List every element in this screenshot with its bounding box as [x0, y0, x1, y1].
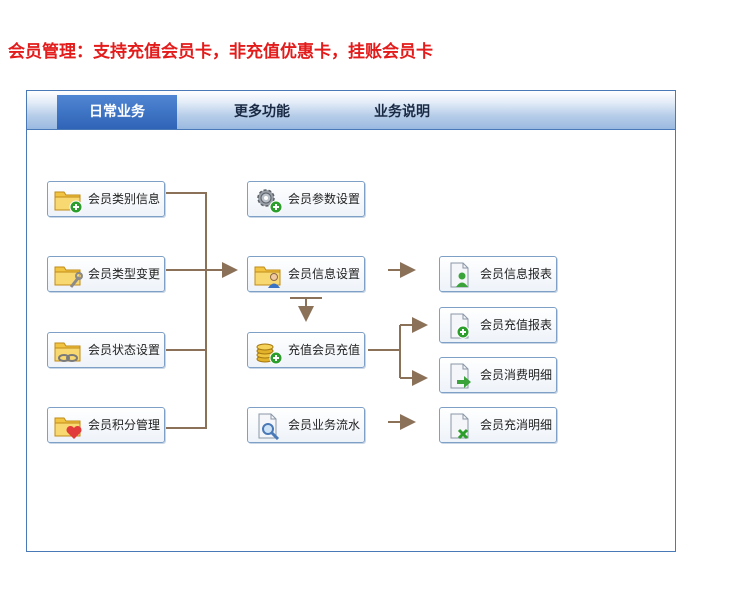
member-category-button[interactable]: 会员类别信息 [47, 181, 165, 217]
member-info-report-label: 会员信息报表 [480, 267, 553, 281]
recharge-button[interactable]: 充值会员充值 [247, 332, 365, 368]
recharge-report-label: 会员充值报表 [480, 318, 553, 332]
member-status-button[interactable]: 会员状态设置 [47, 332, 165, 368]
member-type-change-button[interactable]: 会员类型变更 [47, 256, 165, 292]
document-add-icon [450, 313, 470, 339]
member-status-label: 会员状态设置 [88, 343, 161, 357]
member-params-button[interactable]: 会员参数设置 [247, 181, 365, 217]
member-info-settings-button[interactable]: 会员信息设置 [247, 256, 365, 292]
workflow-panel: 日常业务 更多功能 业务说明 [26, 90, 676, 552]
document-arrow-icon [450, 363, 471, 389]
member-category-label: 会员类别信息 [88, 192, 161, 206]
tab-business-description[interactable]: 业务说明 [374, 104, 430, 120]
left-bracket-line [166, 192, 207, 429]
member-type-change-label: 会员类型变更 [88, 267, 161, 281]
folder-wrench-icon [54, 266, 83, 288]
tab-bar: 日常业务 更多功能 业务说明 [27, 91, 675, 130]
document-excel-icon [450, 413, 469, 440]
tab-daily-business[interactable]: 日常业务 [57, 95, 177, 129]
tab-more-functions[interactable]: 更多功能 [234, 104, 290, 120]
page-headline: 会员管理：支持充值会员卡，非充值优惠卡，挂账会员卡 [8, 42, 433, 62]
coins-add-icon [256, 343, 283, 365]
recharge-report-button[interactable]: 会员充值报表 [439, 307, 557, 343]
folder-link-icon [54, 342, 81, 362]
document-search-icon [258, 413, 280, 440]
folder-add-icon [54, 191, 83, 214]
folder-heart-icon [54, 417, 82, 439]
folder-user-icon [254, 266, 281, 288]
member-info-report-button[interactable]: 会员信息报表 [439, 256, 557, 292]
member-business-flow-button[interactable]: 会员业务流水 [247, 407, 365, 443]
consumption-detail-label: 会员消费明细 [480, 368, 553, 382]
recharge-consumption-detail-button[interactable]: 会员充消明细 [439, 407, 557, 443]
member-params-label: 会员参数设置 [288, 192, 361, 206]
recharge-consumption-detail-label: 会员充消明细 [480, 418, 553, 432]
recharge-label: 充值会员充值 [288, 343, 361, 357]
consumption-detail-button[interactable]: 会员消费明细 [439, 357, 557, 393]
member-business-flow-label: 会员业务流水 [288, 418, 361, 432]
member-points-label: 会员积分管理 [88, 418, 161, 432]
member-info-settings-label: 会员信息设置 [288, 267, 361, 281]
document-user-icon [450, 262, 469, 288]
member-points-button[interactable]: 会员积分管理 [47, 407, 165, 443]
gear-add-icon [257, 189, 283, 214]
